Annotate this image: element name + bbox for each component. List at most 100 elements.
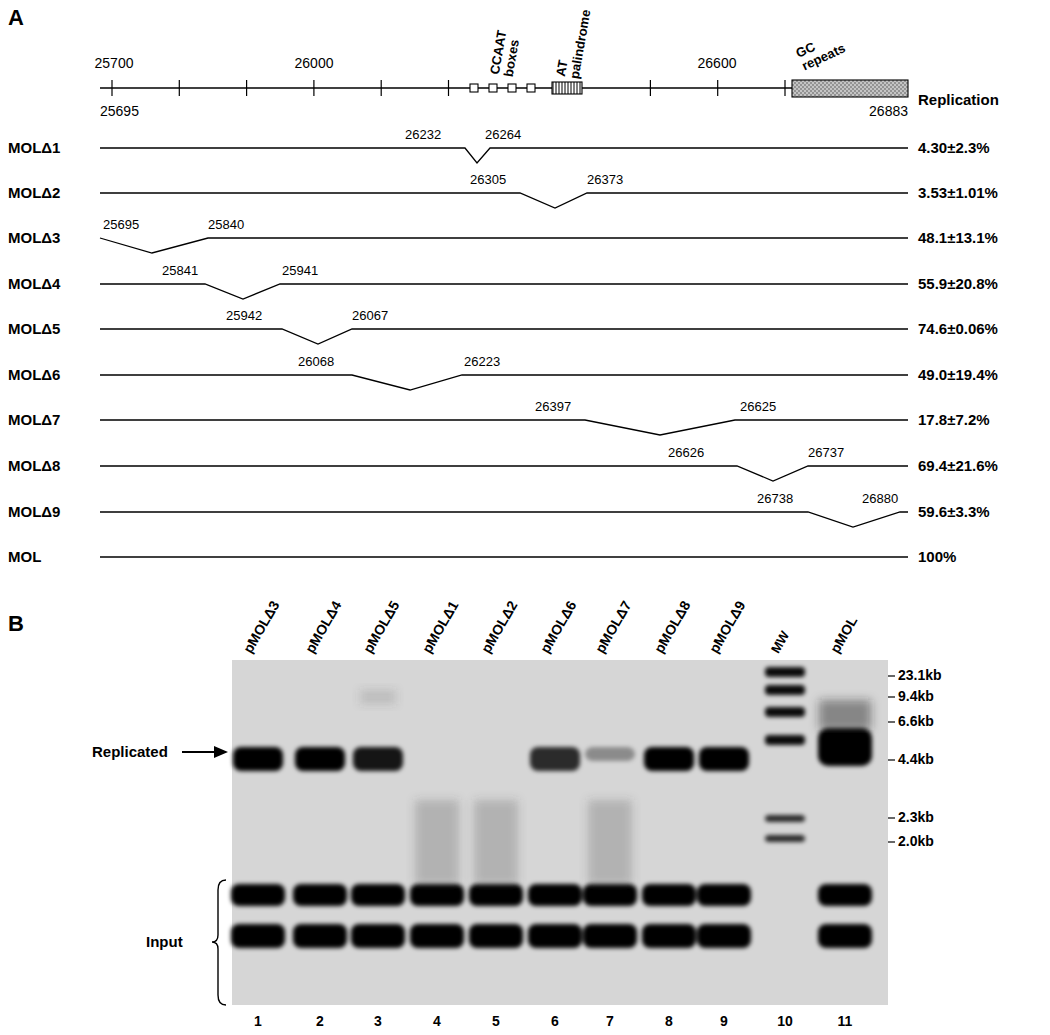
deletion-map [100, 80, 908, 557]
size-marker: 4.4kb [898, 752, 934, 767]
scale-tick [650, 80, 651, 96]
input-band [231, 924, 285, 948]
panel-letter: B [8, 612, 24, 636]
scale-tick [313, 80, 314, 96]
gel-label: Replicated [92, 744, 168, 761]
input-band [642, 884, 696, 906]
gel-smear [360, 690, 396, 704]
replicated-band [353, 747, 403, 771]
size-tick [888, 696, 895, 697]
deletion-coordinate: 26626 [668, 446, 704, 460]
input-band [231, 884, 285, 906]
arrow-head [214, 746, 228, 758]
deletion-coordinate: 26738 [757, 492, 793, 506]
scale-number: 26600 [698, 56, 737, 71]
lane-number: 6 [551, 1014, 559, 1029]
lane-label: pMOL [828, 614, 861, 656]
ladder-band [765, 667, 805, 677]
feature-label: GC repeats [794, 29, 848, 74]
replication-value: 59.6±3.3% [918, 504, 990, 521]
ladder-band [765, 707, 805, 717]
panel-letter: A [8, 6, 24, 30]
deletion-coordinate: 26373 [587, 173, 623, 187]
size-tick [888, 721, 895, 722]
lane-number: 11 [838, 1014, 853, 1029]
ccaat-box-symbol [489, 84, 497, 92]
construct-name: MOLΔ8 [8, 458, 60, 475]
deletion-coordinate: 26264 [485, 128, 521, 142]
scale-tick [179, 80, 180, 96]
input-band [583, 884, 637, 906]
construct-name: MOLΔ1 [8, 140, 60, 157]
lane-number: 1 [254, 1014, 262, 1029]
deletion-coordinate: 26067 [352, 309, 388, 323]
construct-line [100, 556, 908, 557]
replicated-band [699, 747, 749, 771]
construct-line [100, 466, 908, 481]
scale-line [100, 87, 908, 88]
construct-name: MOLΔ4 [8, 276, 60, 293]
deletion-coordinate: 25840 [208, 218, 244, 232]
ccaat-box-symbol [470, 84, 478, 92]
gel-smear [819, 700, 871, 730]
deletion-coordinate: 26880 [862, 492, 898, 506]
input-band [528, 924, 582, 948]
lane-number: 4 [433, 1014, 441, 1029]
input-band [351, 884, 405, 906]
input-band [410, 924, 464, 948]
lane-label: pMOLΔ2 [479, 598, 521, 656]
deletion-coordinate: 26068 [298, 355, 334, 369]
construct-line [100, 148, 908, 163]
replicated-band [644, 747, 694, 771]
input-band [642, 924, 696, 948]
scale-tick [448, 80, 449, 96]
replication-value: 100% [918, 549, 956, 566]
ccaat-box-symbol [508, 84, 516, 92]
deletion-coordinate: 26737 [808, 446, 844, 460]
size-marker: 9.4kb [898, 689, 934, 704]
scale-number: 25695 [100, 104, 139, 119]
lane-number: 10 [777, 1014, 793, 1029]
replicated-band [585, 747, 635, 761]
construct-name: MOLΔ5 [8, 321, 60, 338]
replication-value: 3.53±1.01% [918, 185, 998, 202]
column-header: Replication [918, 92, 999, 109]
ccaat-box-symbol [527, 84, 535, 92]
scale-tick [246, 80, 247, 96]
input-band [697, 924, 751, 948]
scale-tick [784, 80, 785, 96]
deletion-coordinate: 26305 [470, 173, 506, 187]
construct-line [100, 420, 908, 435]
replication-value: 55.9±20.8% [918, 276, 998, 293]
lane-label: pMOLΔ6 [538, 598, 580, 656]
deletion-coordinate: 26232 [405, 128, 441, 142]
gel-smear [588, 800, 632, 885]
lane-label: pMOLΔ1 [420, 598, 462, 656]
replication-value: 48.1±13.1% [918, 230, 998, 247]
construct-name: MOLΔ6 [8, 367, 60, 384]
deletion-coordinate: 26625 [740, 400, 776, 414]
construct-name: MOLΔ3 [8, 230, 60, 247]
lane-label: pMOLΔ7 [593, 598, 635, 656]
deletion-coordinate: 25695 [103, 218, 139, 232]
lane-number: 5 [492, 1014, 500, 1029]
input-band [293, 924, 347, 948]
replication-value: 74.6±0.06% [918, 321, 998, 338]
arrow-shaft [182, 751, 216, 753]
input-band [351, 924, 405, 948]
ladder-band [765, 685, 805, 695]
feature-label: AT palindrome [554, 6, 594, 80]
construct-name: MOLΔ7 [8, 412, 60, 429]
lane-label: pMOLΔ9 [707, 598, 749, 656]
lane-label: pMOLΔ8 [652, 598, 694, 656]
construct-name: MOLΔ2 [8, 185, 60, 202]
scale-number: 26000 [295, 56, 334, 71]
gel-bands [231, 667, 872, 948]
input-band [697, 884, 751, 906]
input-band [528, 884, 582, 906]
lane-label: pMOLΔ4 [303, 598, 345, 656]
lane-label: pMOLΔ3 [241, 598, 283, 656]
